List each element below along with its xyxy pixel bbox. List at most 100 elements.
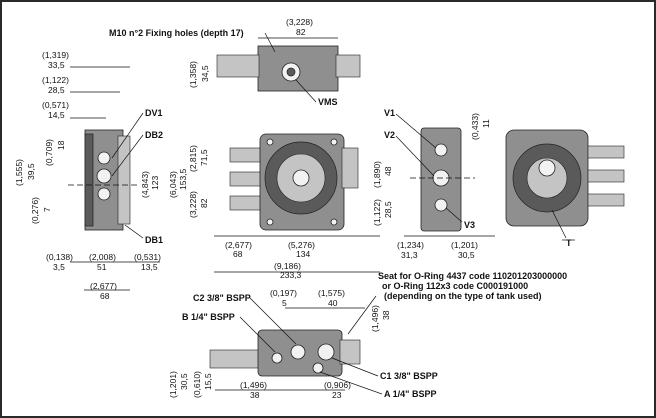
front-dim-h1-inch: (2,815)	[188, 145, 198, 172]
label-v3: V3	[464, 220, 475, 230]
left-port-db2	[96, 168, 112, 184]
bottom-dim-w2-inch: (1,575)	[318, 288, 345, 298]
port-label-c2: C2 3/8" BSPP	[193, 293, 251, 303]
front-dim-w1-inch: (2,677)	[225, 240, 252, 250]
front-dim-h3-mm: 82	[199, 198, 209, 208]
bottom-port-c2	[290, 344, 306, 360]
front-dim-w2-inch: (5,276)	[288, 240, 315, 250]
left-port-db1	[97, 187, 111, 201]
left-dim-b4-inch: (2,677)	[90, 281, 117, 291]
bottom-dim-h1-mm: 38	[381, 310, 391, 320]
left-dim-w2-inch: (1,122)	[42, 75, 69, 85]
bottom-left-valve	[209, 349, 261, 369]
oring-note-line1: Seat for O-Ring 4437 code 11020120300000…	[378, 271, 567, 281]
left-dim-h2-mm: 39,5	[26, 163, 36, 180]
bottom-dim-h3-inch: (0,610)	[192, 371, 202, 398]
front-dim-w3-inch: (9,186)	[274, 261, 301, 271]
left-dim-w1-mm: 33,5	[48, 60, 65, 70]
left-cover	[117, 135, 131, 225]
left-dim-b3-inch: (0,531)	[134, 252, 161, 262]
right-dim-h2-mm: 28,5	[383, 201, 393, 218]
front-dim-w2-mm: 134	[296, 249, 310, 259]
bottom-port-a	[312, 362, 324, 374]
top-dim-w-mm: 82	[296, 27, 306, 37]
front-view	[229, 133, 359, 231]
left-dim-w1-inch: (1,319)	[42, 50, 69, 60]
bottom-port-b	[271, 352, 283, 364]
rear-port	[538, 159, 556, 177]
left-dim-h4-mm: 123	[150, 176, 160, 190]
label-vms: VMS	[318, 97, 338, 107]
front-center-port	[292, 169, 310, 187]
bottom-dim-h1-inch: (1,496)	[370, 305, 380, 332]
front-right-valve	[341, 147, 359, 189]
bottom-dim-w2-mm: 40	[328, 298, 338, 308]
left-side-view	[68, 129, 140, 231]
front-dim-h1-mm: 71,5	[199, 149, 209, 166]
right-dim-h3-mm: 11	[481, 119, 491, 128]
right-port-v1	[434, 143, 448, 157]
front-valve-2	[229, 171, 263, 187]
bottom-right-valve	[339, 339, 361, 365]
bottom-dim-b2-mm: 23	[332, 390, 342, 400]
right-dim-w1-mm: 31,3	[401, 250, 418, 260]
oring-note-line2: or O-Ring 112x3 code C000191000	[382, 281, 528, 291]
label-dv1: DV1	[145, 108, 163, 118]
rear-valve-3	[587, 193, 625, 207]
left-dim-b2-inch: (2,008)	[89, 252, 116, 262]
left-dim-b1-mm: 3,5	[53, 262, 65, 272]
front-valve-3	[229, 195, 263, 211]
left-dim-w3-mm: 14,5	[48, 110, 65, 120]
right-dim-h2-inch: (1,122)	[372, 199, 382, 226]
oring-note-line3: (depending on the type of tank used)	[384, 291, 542, 301]
label-t: T	[566, 238, 572, 248]
label-db1: DB1	[145, 235, 163, 245]
label-v1: V1	[384, 108, 395, 118]
top-dim-h-mm: 34,5	[200, 65, 210, 82]
bottom-dim-h2-inch: (1,201)	[168, 371, 178, 398]
rear-valve-2	[587, 169, 625, 183]
label-db2: DB2	[145, 130, 163, 140]
right-dim-h1-inch: (1,890)	[372, 161, 382, 188]
bottom-dim-h2-mm: 30,5	[179, 373, 189, 390]
bottom-view	[209, 329, 361, 377]
right-dim-w2-mm: 30,5	[458, 250, 475, 260]
top-dim-h-inch: (1,358)	[188, 61, 198, 88]
bottom-dim-b1-inch: (1,496)	[240, 380, 267, 390]
port-label-c1: C1 3/8" BSPP	[380, 371, 438, 381]
left-dim-h1-inch: (0,709)	[44, 139, 54, 166]
top-dim-w-inch: (3,228)	[286, 17, 313, 27]
port-label-b: B 1/4" BSPP	[182, 312, 235, 322]
top-right-valve	[335, 54, 361, 78]
front-dim-h2-inch: (6,043)	[168, 171, 178, 198]
left-dim-h3-inch: (0,276)	[30, 197, 40, 224]
bottom-dim-h3-mm: 15,5	[203, 373, 213, 390]
bottom-port-c1	[317, 343, 335, 361]
right-dim-h3-inch: (0,433)	[470, 113, 480, 140]
bottom-dim-w1-inch: (0,197)	[270, 288, 297, 298]
front-dim-w1-mm: 68	[233, 249, 243, 259]
left-dim-h4-inch: (4,843)	[140, 171, 150, 198]
left-dim-h2-inch: (1,555)	[14, 159, 24, 186]
rear-view	[505, 129, 625, 227]
right-port-v3	[434, 198, 448, 212]
left-dim-b3-mm: 13,5	[141, 262, 158, 272]
left-flange	[84, 133, 94, 227]
port-label-a: A 1/4" BSPP	[384, 389, 436, 399]
left-dim-b1-inch: (0,138)	[46, 252, 73, 262]
right-dim-h1-mm: 48	[383, 166, 393, 176]
bottom-dim-w1-mm: 5	[282, 298, 287, 308]
bottom-dim-b2-inch: (0,906)	[324, 380, 351, 390]
left-dim-h1-mm: 18	[56, 140, 66, 150]
left-dim-w3-inch: (0,571)	[42, 100, 69, 110]
top-view	[216, 45, 361, 92]
right-dim-w1-inch: (1,234)	[397, 240, 424, 250]
front-dim-w3-mm: 233,3	[280, 270, 302, 280]
left-dim-w2-mm: 28,5	[48, 85, 65, 95]
right-side-view	[410, 127, 475, 232]
left-port-dv1	[97, 151, 111, 165]
front-dim-h3-inch: (3,228)	[188, 191, 198, 218]
left-dim-h3-mm: 7	[42, 207, 52, 212]
top-note: M10 n°2 Fixing holes (depth 17)	[109, 28, 244, 38]
